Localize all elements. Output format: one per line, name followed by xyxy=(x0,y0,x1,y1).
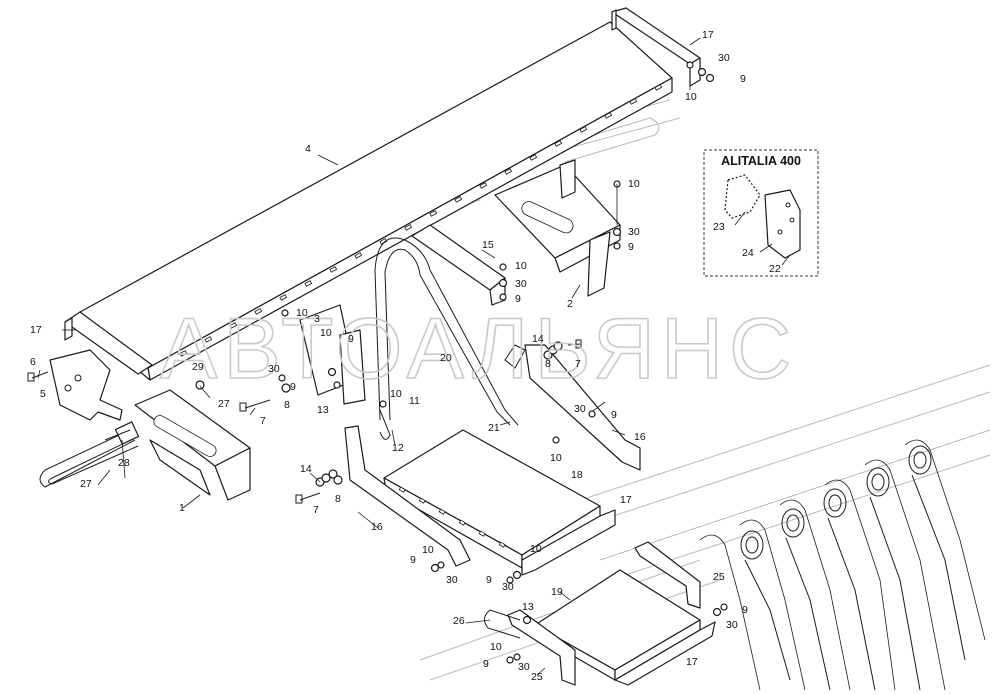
callout-10a: 10 xyxy=(685,91,697,103)
inset-plate-part-22 xyxy=(764,189,801,259)
callout-10f: 10 xyxy=(390,388,402,400)
bracket-part-2 xyxy=(494,159,621,297)
callout-9e: 9 xyxy=(290,381,296,393)
callout-13b: 13 xyxy=(522,601,534,613)
callout-30b: 30 xyxy=(628,226,640,238)
spring-tines xyxy=(699,439,986,691)
inset-title: ALITALIA 400 xyxy=(721,154,801,168)
callout-30f: 30 xyxy=(446,574,458,586)
callout-9d: 9 xyxy=(348,333,354,345)
arm-part-16-left xyxy=(344,425,471,567)
callout-25a: 25 xyxy=(713,571,725,583)
inset-alitalia-400: ALITALIA 400 xyxy=(703,149,819,277)
plate-part-1 xyxy=(134,389,251,501)
u-clamp-part-26 xyxy=(484,609,521,639)
callout-7c: 7 xyxy=(313,504,319,516)
bracket-part-15 xyxy=(411,224,506,306)
callout-2: 2 xyxy=(567,298,573,310)
callout-30e: 30 xyxy=(574,403,586,415)
u-bolt-part-27 xyxy=(39,421,140,488)
callout-15: 15 xyxy=(482,239,494,251)
callout-30c: 30 xyxy=(515,278,527,290)
callout-9i: 9 xyxy=(742,604,748,616)
callout-3: 3 xyxy=(314,313,320,325)
callout-10b: 10 xyxy=(628,178,640,190)
callout-12: 12 xyxy=(392,442,404,454)
callout-17d: 17 xyxy=(686,656,698,668)
callout-14b: 14 xyxy=(300,463,312,475)
callout-25b: 25 xyxy=(531,671,543,683)
callout-7b: 7 xyxy=(260,415,266,427)
end-bracket-part-17-left xyxy=(64,311,153,375)
callout-16b: 16 xyxy=(371,521,383,533)
callout-16a: 16 xyxy=(634,431,646,443)
callout-10d: 10 xyxy=(296,307,308,319)
box-part-18 xyxy=(383,429,601,569)
bracket-part-25-right xyxy=(634,541,701,609)
callout-8b: 8 xyxy=(284,399,290,411)
callout-17c: 17 xyxy=(620,494,632,506)
callout-9a: 9 xyxy=(740,73,746,85)
callout-22: 22 xyxy=(769,263,781,275)
callout-8a: 8 xyxy=(545,358,551,370)
callout-9b: 9 xyxy=(628,241,634,253)
callout-13a: 13 xyxy=(317,404,329,416)
callout-9j: 9 xyxy=(483,658,489,670)
callout-14a: 14 xyxy=(532,333,544,345)
callout-27a: 27 xyxy=(218,398,230,410)
callout-17b: 17 xyxy=(30,324,42,336)
callout-10j: 10 xyxy=(490,641,502,653)
leader-lines xyxy=(37,37,701,676)
callout-8c: 8 xyxy=(335,493,341,505)
callout-18: 18 xyxy=(571,469,583,481)
callout-9f: 9 xyxy=(611,409,617,421)
callout-29: 29 xyxy=(192,361,204,373)
u-bar-part-20 xyxy=(374,237,526,426)
callout-23: 23 xyxy=(713,221,725,233)
arm-part-16-right xyxy=(524,344,641,471)
callout-17a: 17 xyxy=(702,29,714,41)
callout-19: 19 xyxy=(551,586,563,598)
callout-30h: 30 xyxy=(726,619,738,631)
callout-30g: 30 xyxy=(502,581,514,593)
callout-4: 4 xyxy=(305,143,311,155)
callout-27b: 27 xyxy=(80,478,92,490)
callout-20: 20 xyxy=(440,352,452,364)
callout-10e: 10 xyxy=(320,327,332,339)
callout-30i: 30 xyxy=(518,661,530,673)
watermark: АВТОАЛЬЯНС xyxy=(160,301,797,397)
callout-26: 26 xyxy=(453,615,465,627)
callout-10h: 10 xyxy=(422,544,434,556)
bracket-part-3 xyxy=(299,304,366,405)
callout-10g: 10 xyxy=(550,452,562,464)
callout-1: 1 xyxy=(179,502,185,514)
callout-30a: 30 xyxy=(718,52,730,64)
side-plate-part-5 xyxy=(49,349,123,421)
callout-24: 24 xyxy=(742,247,754,259)
callout-7a: 7 xyxy=(575,358,581,370)
callout-10c: 10 xyxy=(515,260,527,272)
callout-5: 5 xyxy=(40,388,46,400)
callout-6: 6 xyxy=(30,356,36,368)
callout-9g: 9 xyxy=(410,554,416,566)
callout-9c: 9 xyxy=(515,293,521,305)
inset-plate-part-23 xyxy=(724,174,761,219)
callout-21: 21 xyxy=(488,422,500,434)
callout-11: 11 xyxy=(409,395,420,407)
callout-28: 28 xyxy=(118,457,130,469)
end-bracket-part-17-top xyxy=(611,7,701,87)
callout-10i: 10 xyxy=(530,543,542,555)
callout-9h: 9 xyxy=(486,574,492,586)
end-bracket-part-17-mid xyxy=(521,509,616,576)
callout-30d: 30 xyxy=(268,363,280,375)
